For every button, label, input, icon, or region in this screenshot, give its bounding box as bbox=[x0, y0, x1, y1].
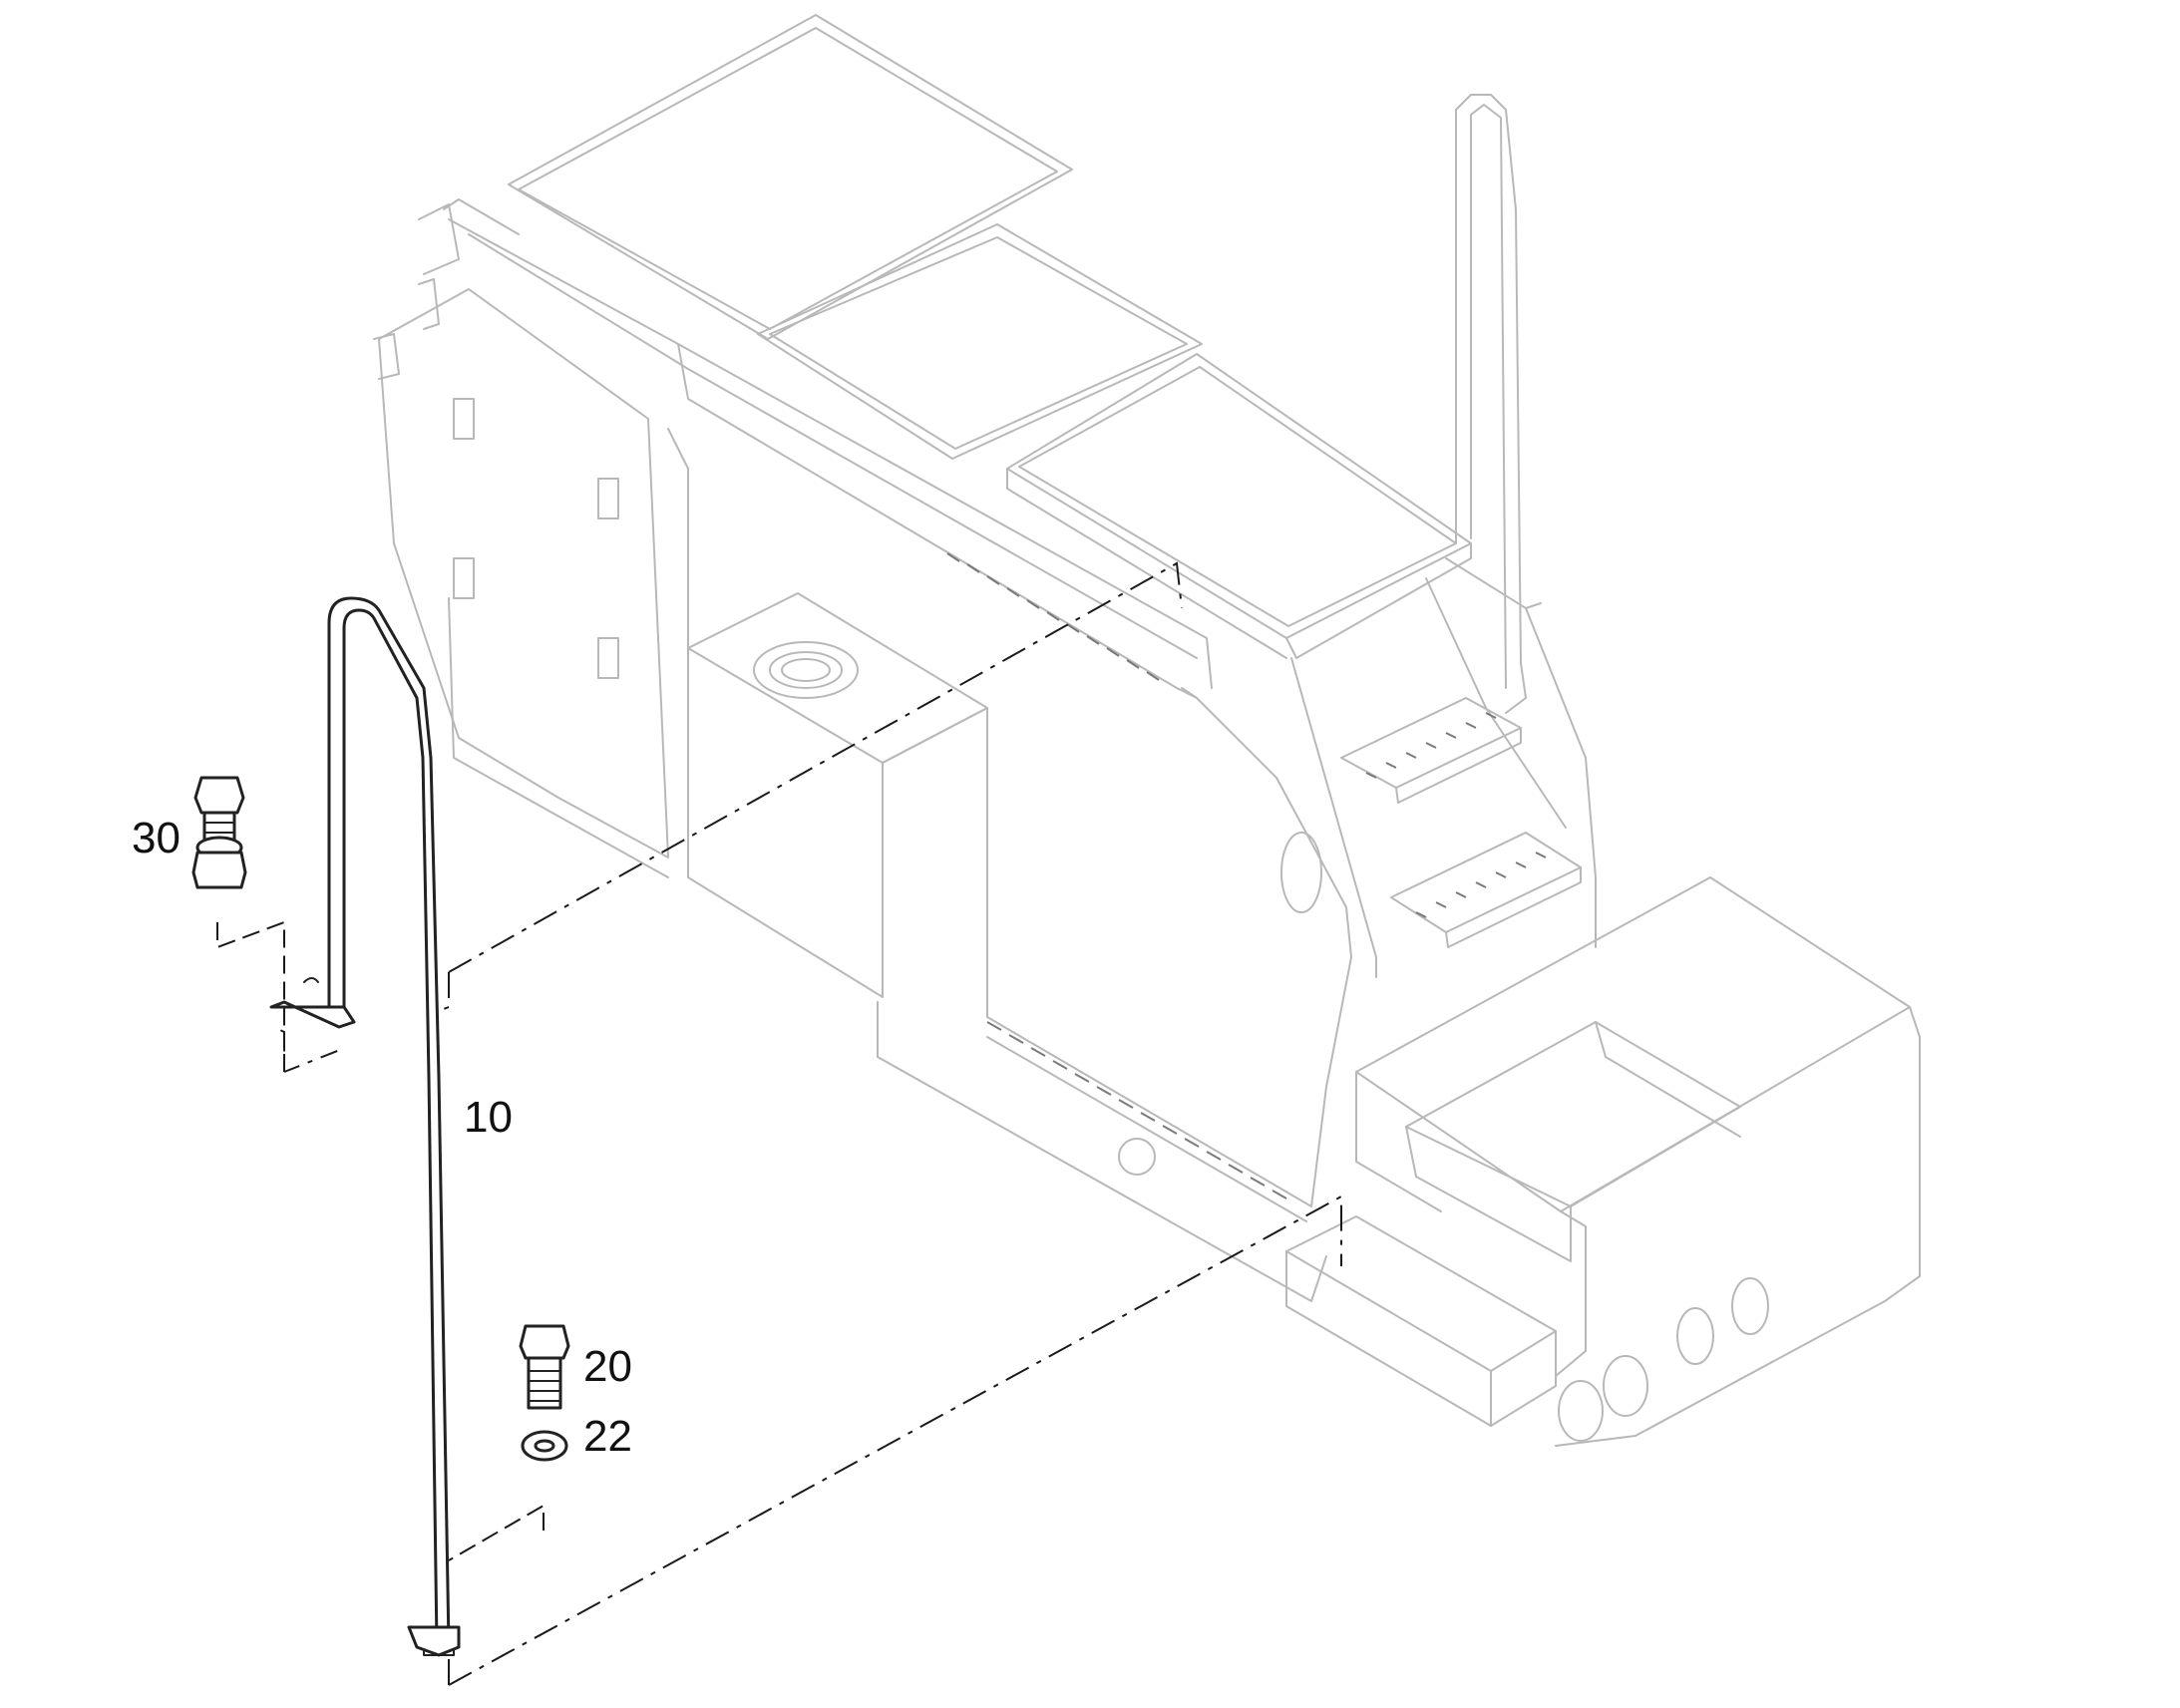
bolt-nut-assembly-part bbox=[191, 776, 247, 889]
callout-bolt-nut-assembly: 30 bbox=[132, 814, 181, 862]
washer-part bbox=[521, 1430, 568, 1462]
bolt-part bbox=[519, 1324, 570, 1410]
machine-frame bbox=[373, 14, 1921, 1447]
handrail-part bbox=[269, 596, 461, 1657]
callout-bolt: 20 bbox=[583, 1342, 632, 1391]
machine-grating-slots bbox=[946, 552, 1547, 1199]
callout-handrail: 10 bbox=[464, 1093, 513, 1142]
callout-washer: 22 bbox=[583, 1412, 632, 1461]
